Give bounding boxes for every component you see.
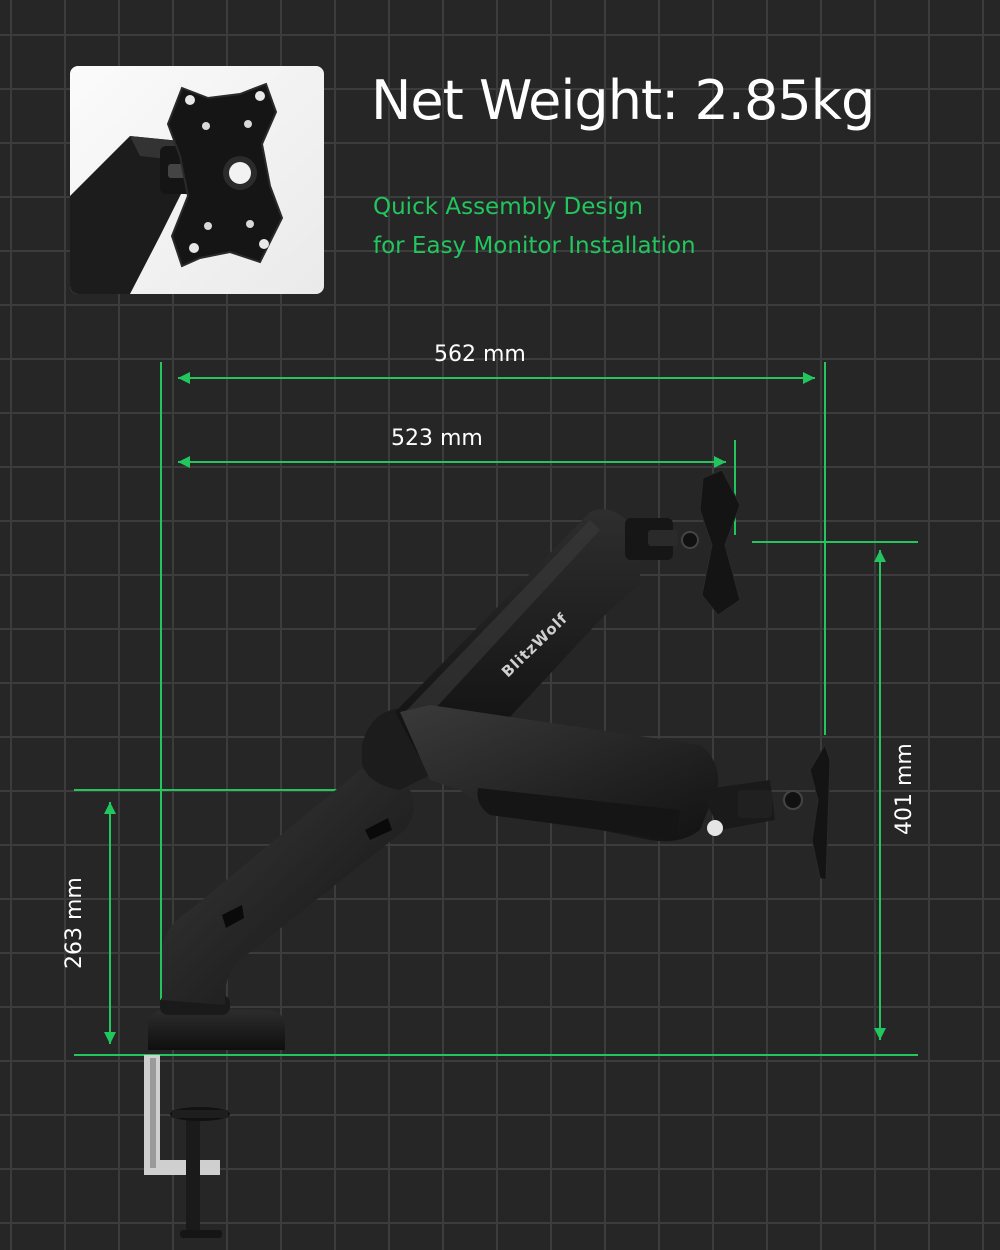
subtitle-line-1: Quick Assembly Design	[373, 194, 643, 220]
subtitle-line-2: for Easy Monitor Installation	[373, 233, 696, 259]
vesa-plate-icon	[70, 82, 284, 294]
height-range-label: 401 mm	[892, 743, 917, 835]
vesa-detail-inset	[70, 66, 324, 294]
arm-reach-label: 523 mm	[391, 426, 483, 451]
dimension-lines	[74, 362, 918, 1056]
overall-reach-label: 562 mm	[434, 342, 526, 367]
dimension-arrowheads	[104, 372, 886, 1044]
headline: Net Weight: 2.85kg	[371, 69, 875, 132]
desk-clamp-icon	[144, 1055, 230, 1238]
min-height-label: 263 mm	[62, 877, 87, 969]
